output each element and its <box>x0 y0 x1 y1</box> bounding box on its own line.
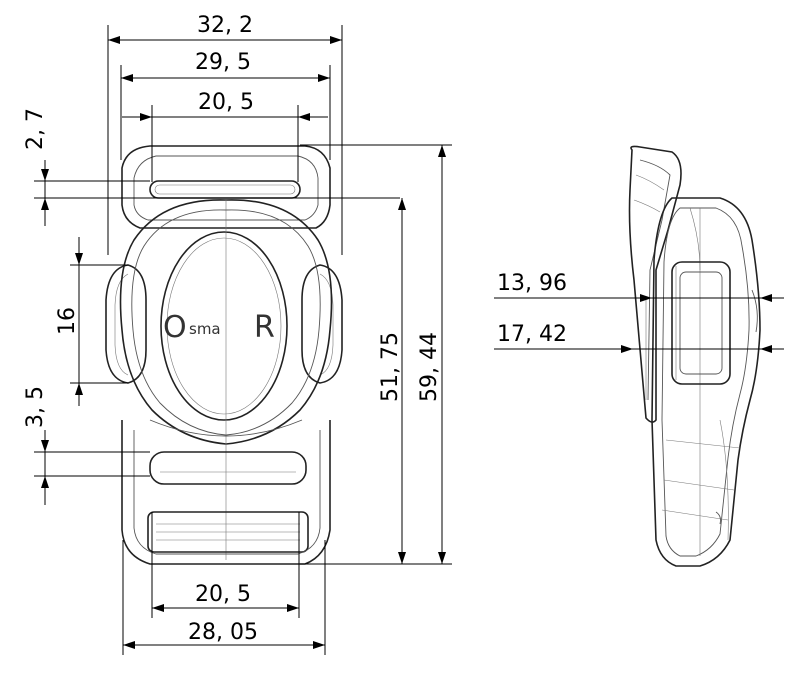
dim-body-height-label: 51, 75 <box>378 332 403 402</box>
side-view: 13, 96 17, 42 <box>494 145 784 567</box>
logo-letters-sma: sma <box>189 320 221 338</box>
side-body <box>651 197 761 567</box>
side-button-window <box>671 261 731 385</box>
front-view: O sma R <box>105 145 343 565</box>
top-slot <box>149 180 301 199</box>
bottom-bar <box>147 511 309 553</box>
dim-thickness-outer-label: 17, 42 <box>497 322 567 347</box>
right-side-button-inner <box>319 273 334 376</box>
side-clip-tongue <box>628 145 682 423</box>
dim-top-slot-width-label: 20, 5 <box>198 90 254 115</box>
dim-thickness-inner-label: 13, 96 <box>497 271 567 296</box>
top-slot-inner <box>154 184 296 195</box>
logo-letter-o: O <box>163 310 187 345</box>
dim-bottom-slot-width-label: 20, 5 <box>195 582 251 607</box>
side-button-window-inner <box>679 271 723 375</box>
dim-bottom-width-label: 28, 05 <box>188 620 258 645</box>
logo-oval <box>160 231 288 421</box>
dim-top-slot-height-label: 2, 7 <box>23 108 48 150</box>
bottom-frame-inner <box>133 430 321 555</box>
lower-body-edge <box>149 419 303 437</box>
dim-side-button-height-label: 16 <box>55 307 80 335</box>
right-side-button <box>301 264 343 384</box>
dim-overall-width-label: 32, 2 <box>197 13 253 38</box>
bottom-slot <box>149 451 307 485</box>
logo-letter-r: R <box>254 310 275 345</box>
dim-bottom-slot-height-label: 3, 5 <box>23 386 48 428</box>
brand-logo: O sma R <box>163 310 275 345</box>
dim-top-outer-width-label: 29, 5 <box>195 50 251 75</box>
logo-oval-inner <box>166 237 282 415</box>
side-bottom-notch <box>715 511 721 525</box>
dim-overall-height-label: 59, 44 <box>417 332 442 402</box>
top-strap-frame-inner <box>133 155 319 221</box>
side-right-bump <box>751 289 758 333</box>
side-body-inner <box>661 207 750 557</box>
front-dimensions: 32, 2 29, 5 20, 5 2, 7 16 <box>23 13 452 655</box>
lower-strap-frame <box>121 420 331 565</box>
top-strap-frame <box>121 145 331 229</box>
